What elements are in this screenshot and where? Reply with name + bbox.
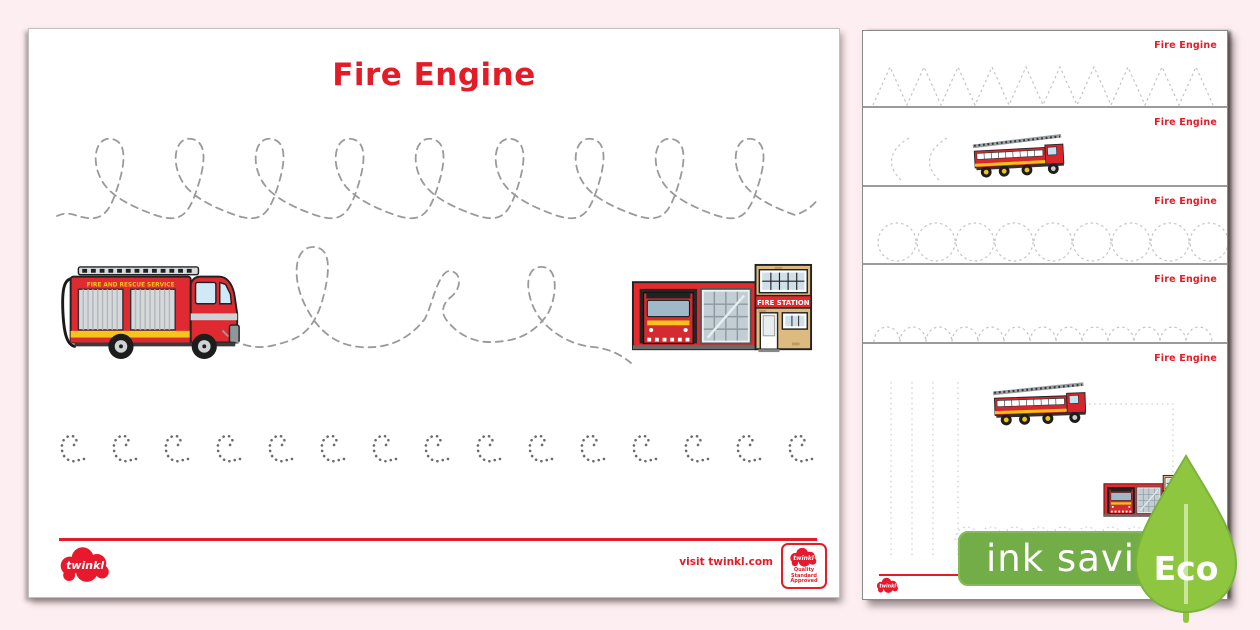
twinkl-logo-small xyxy=(876,577,900,594)
dotted-e-row xyxy=(59,431,815,471)
route-path xyxy=(1089,403,1174,474)
dotted-e xyxy=(631,431,659,465)
dotted-e xyxy=(59,431,87,465)
preview-title: Fire Engine xyxy=(1154,353,1217,364)
worksheet-title: Fire Engine xyxy=(332,57,536,93)
ladder-fire-engine-image xyxy=(970,126,1069,187)
preview-title: Fire Engine xyxy=(1154,196,1217,207)
visit-link-text: visit twinkl.com xyxy=(679,556,773,568)
fire-station-image xyxy=(631,263,813,354)
dotted-e xyxy=(683,431,711,465)
fire-engine-image xyxy=(59,263,243,360)
dotted-e xyxy=(267,431,295,465)
circle-pattern xyxy=(877,222,1227,262)
ladder-fire-engine-image xyxy=(990,374,1090,433)
arch-pattern xyxy=(873,326,1213,342)
twinkl-logo xyxy=(789,547,819,568)
eco-label: Eco xyxy=(1154,549,1219,588)
dotted-e xyxy=(579,431,607,465)
tracing-path-engine-to-station xyxy=(222,246,632,364)
preview-page-circles: Fire Engine xyxy=(863,187,1227,265)
dotted-e xyxy=(111,431,139,465)
twinkl-logo xyxy=(59,545,113,585)
dotted-e xyxy=(423,431,451,465)
zigzag-pattern xyxy=(872,65,1214,106)
dotted-e xyxy=(475,431,503,465)
preview-title: Fire Engine xyxy=(1154,40,1217,51)
badge-line: Quality Standard xyxy=(791,567,817,579)
loop-tracing-pattern xyxy=(56,138,820,220)
preview-stack: Fire Engine Fire Engine Fire Engine Fire… xyxy=(862,30,1228,600)
dotted-e xyxy=(371,431,399,465)
preview-title: Fire Engine xyxy=(1154,274,1217,285)
dotted-e xyxy=(787,431,815,465)
preview-title: Fire Engine xyxy=(1154,117,1217,128)
dotted-e xyxy=(215,431,243,465)
quality-approved-badge: Quality Standard Approved xyxy=(781,543,827,589)
preview-page-arches: Fire Engine xyxy=(863,265,1227,344)
dotted-e xyxy=(163,431,191,465)
preview-page-waves: Fire Engine xyxy=(863,108,1227,187)
main-worksheet-page: Fire Engine visit twinkl.com Quality Sta… xyxy=(28,28,840,598)
dotted-e xyxy=(319,431,347,465)
eco-leaf-icon: Eco xyxy=(1134,454,1238,623)
wave-pattern xyxy=(891,137,948,183)
dotted-e xyxy=(527,431,555,465)
footer-rule xyxy=(59,538,817,541)
dotted-e xyxy=(735,431,763,465)
preview-page-zigzag: Fire Engine xyxy=(863,31,1227,108)
badge-line: Approved xyxy=(790,578,818,584)
